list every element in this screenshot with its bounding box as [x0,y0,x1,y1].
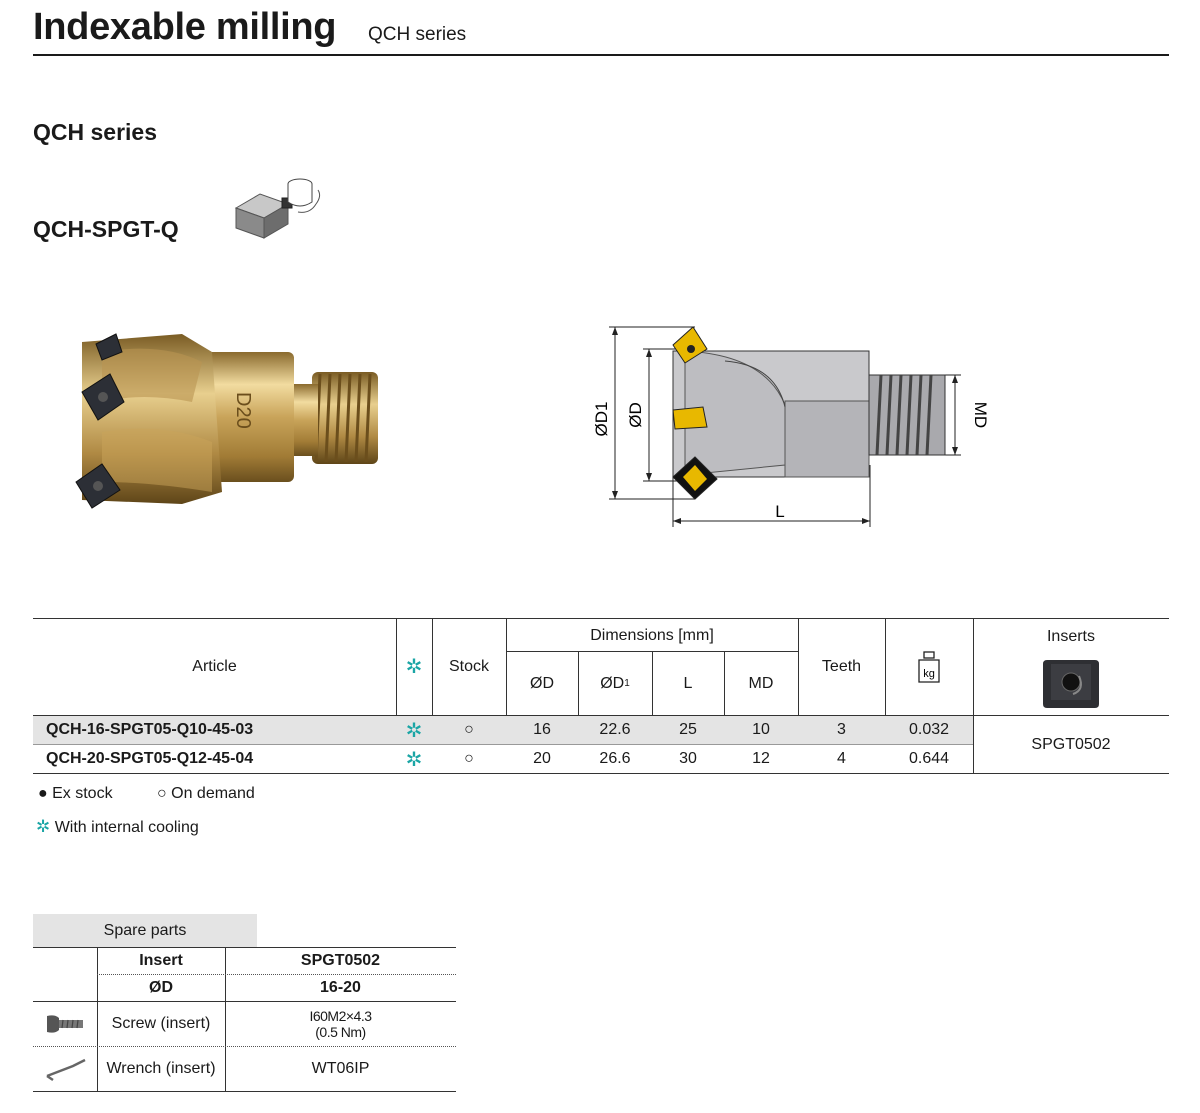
cooling-legend: ✲ With internal cooling [36,817,199,837]
header-bottom-line [33,715,1169,716]
spare-screw-label: Screw (insert) [111,1015,211,1032]
spare-title-line [33,947,456,948]
l-label: L [775,502,784,521]
col-divider [506,618,507,715]
screw-icon [47,1015,83,1033]
internal-cooling-icon: ✲ [405,748,423,771]
technical-drawing: ØD1 ØD MD L [592,326,990,527]
spare-header-line [33,1001,456,1002]
header-stock: Stock [448,657,489,675]
table-top-line [33,618,1169,619]
internal-cooling-icon: ✲ [36,817,51,836]
header-l: L [683,674,693,692]
model-title: QCH-SPGT-Q [33,216,179,242]
header-d: ØD [530,674,554,692]
table-row-stock: ○ [464,750,474,767]
spare-col-divider [225,947,226,1092]
page-title: Indexable milling [33,6,337,48]
insert-image [973,652,1169,715]
stock-legend: ● Ex stock ○ On demand [38,785,295,803]
table-row-d1: 22.6 [599,721,631,738]
product-photo: D20 [75,333,378,509]
insert-code: SPGT0502 [1031,735,1111,753]
d-label: ØD [626,402,645,428]
table-row-l: 30 [679,750,697,767]
header-d1-sub: 1 [624,678,630,689]
header-inserts: Inserts [1046,628,1095,645]
wrench-icon [46,1058,86,1082]
screw-icon-cell [33,1002,97,1046]
col-divider [798,618,799,715]
header-article: Article [192,657,237,675]
page-subtitle: QCH series [368,24,467,45]
spare-d-label: ØD [149,979,173,996]
table-bottom-line [33,773,1169,774]
table-row-weight: 0.644 [908,750,950,767]
spare-screw-code: I60M2×4.3 [309,1008,372,1024]
header-md: MD [748,674,774,692]
spare-col-divider [97,947,98,1092]
table-row-teeth: 4 [837,750,846,767]
table-row-stock: ○ [464,721,474,738]
table-row-weight: 0.032 [908,721,950,738]
col-divider [724,651,725,715]
wrench-icon-cell [33,1047,97,1091]
col-divider [652,651,653,715]
table-row-article: QCH-16-SPGT05-Q10-45-03 [46,721,254,738]
weight-unit: kg [923,668,935,680]
header-dimensions: Dimensions [mm] [590,627,714,644]
header-d1-main: ØD [600,674,625,692]
legend-on-demand: ○ On demand [157,785,255,802]
table-row-l: 25 [679,721,697,738]
d1-label: ØD1 [592,402,611,437]
internal-cooling-icon: ✲ [405,719,423,742]
header-weight: kg [885,618,973,715]
header-teeth: Teeth [821,657,862,675]
table-row-md: 12 [752,750,770,767]
md-label: MD [971,402,990,428]
col-divider [396,618,397,715]
spare-parts-title: Spare parts [103,921,187,939]
header-rule [33,54,1169,56]
col-divider [578,651,579,715]
legend-cooling-text: With internal cooling [54,819,199,836]
spare-dotted-line [97,974,456,975]
table-row-article: QCH-20-SPGT05-Q12-45-04 [46,750,254,767]
weight-kg-icon: kg [918,650,940,683]
spare-insert-label: Insert [139,952,183,969]
row-divider [33,744,973,745]
table-row-d: 20 [533,750,551,767]
col-divider [885,618,886,715]
square-insert-icon [1043,659,1099,708]
insert-and-coolant-icon [234,178,321,239]
spare-screw-value: I60M2×4.3 (0.5 Nm) [225,1002,456,1046]
table-row-md: 10 [752,721,770,738]
col-divider [432,618,433,715]
col-divider [973,618,974,773]
table-row-d1: 26.6 [599,750,631,767]
spare-parts-table: Spare parts Insert SPGT0502 ØD 16-20 Scr… [33,914,456,1094]
spare-wrench-label: Wrench (insert) [106,1060,216,1077]
spare-insert-value: SPGT0502 [300,952,381,969]
internal-cooling-icon: ✲ [405,656,423,678]
row-highlight [33,716,973,744]
table-row-d: 16 [533,721,551,738]
spare-d-value: 16-20 [320,979,361,996]
spare-title-bg [33,914,257,947]
photo-engraving: D20 [232,392,254,429]
spare-dotted-line [33,1046,456,1047]
table-row-teeth: 3 [837,721,846,738]
legend-ex-stock: ● Ex stock [38,785,113,802]
spare-bottom-line [33,1091,456,1092]
spare-screw-torque: (0.5 Nm) [315,1024,366,1040]
spare-wrench-value: WT06IP [311,1060,370,1077]
section-title: QCH series [33,119,158,145]
